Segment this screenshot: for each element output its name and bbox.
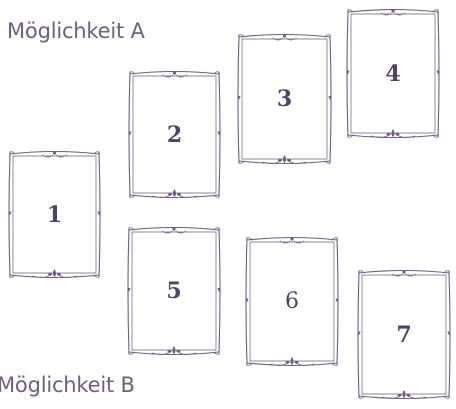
card-5[interactable]: 5 bbox=[126, 225, 222, 357]
card-1[interactable]: 1 bbox=[7, 149, 102, 280]
card-number: 7 bbox=[356, 324, 452, 346]
card-2[interactable]: 2 bbox=[127, 69, 222, 200]
card-6[interactable]: 6 bbox=[244, 235, 340, 368]
card-4[interactable]: 4 bbox=[345, 7, 441, 140]
card-number: 1 bbox=[7, 204, 102, 226]
card-number: 6 bbox=[244, 291, 340, 313]
card-number: 5 bbox=[126, 280, 222, 302]
card-number: 2 bbox=[127, 124, 222, 146]
option-a-label: Möglichkeit A bbox=[7, 21, 145, 42]
card-number: 4 bbox=[345, 63, 441, 85]
card-7[interactable]: 7 bbox=[356, 268, 452, 401]
card-3[interactable]: 3 bbox=[236, 32, 333, 166]
card-number: 3 bbox=[236, 88, 333, 110]
option-b-label: Möglichkeit B bbox=[0, 375, 135, 396]
